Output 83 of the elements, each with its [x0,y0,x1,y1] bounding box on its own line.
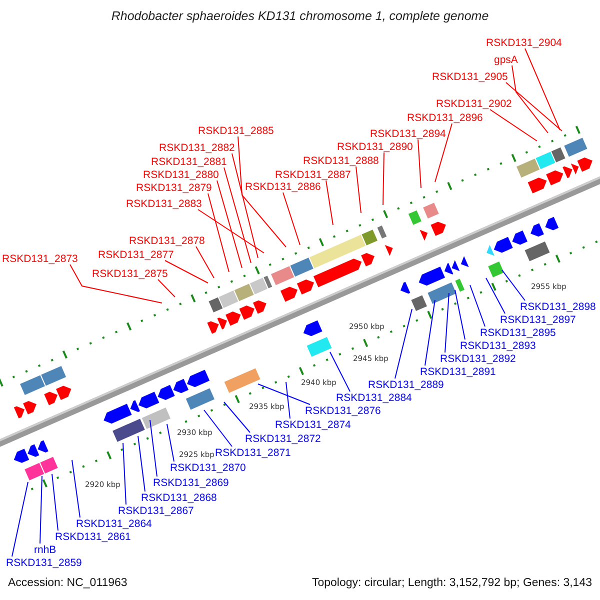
leader-line [164,260,208,284]
gene-label: rnhB [34,544,56,556]
leader-line [258,384,310,405]
leader-line [418,139,422,188]
leader-line [470,284,486,327]
gene-label: RSKD131_2895 [480,326,556,338]
gene-label: RSKD131_2875 [92,268,168,280]
leader-line [40,476,42,544]
gene-label: RSKD131_2859 [6,556,82,568]
leader-line [490,109,538,142]
gene-label: RSKD131_2877 [98,248,174,260]
gene-label: RSKD131_2891 [420,366,496,378]
leader-line [454,290,466,340]
leader-line [12,482,28,557]
gene-label: gpsA [494,54,518,66]
leader-line [224,167,252,264]
leader-line [330,352,350,392]
gene-label: RSKD131_2883 [126,198,202,210]
gene-label: RSKD131_2879 [136,182,212,194]
gene-label: RSKD131_2892 [440,352,516,364]
gene-label: RSKD131_2864 [76,518,152,530]
gene-label: RSKD131_2880 [143,168,219,180]
gene-label: RSKD131_2881 [151,156,227,168]
gene-label: RSKD131_2905 [432,70,508,82]
leader-line [216,180,242,268]
leader-line [524,48,560,130]
gene-label: RSKD131_2904 [486,36,562,48]
leader-line [506,82,562,132]
leader-line [138,436,146,492]
leader-line [282,192,300,246]
leader-line [238,136,286,248]
gene-label: RSKD131_2861 [55,530,131,542]
leader-line [158,279,176,298]
gene-label: RSKD131_2871 [215,446,291,458]
gene-label: RSKD131_2876 [305,404,381,416]
leader-line [382,152,384,206]
accession-text: Accession: NC_011963 [8,576,128,590]
leader-line [424,300,436,366]
leader-line [122,442,126,505]
leader-line [444,292,450,353]
leader-line [326,180,334,226]
gene-label: RSKD131_2890 [337,140,413,152]
gene-label: RSKD131_2902 [436,98,512,110]
gene-label: RSKD131_2870 [170,462,246,474]
gene-label: RSKD131_2897 [500,314,576,326]
leader-line [502,270,526,301]
leader-line [70,264,162,304]
genome-info-text: Topology: circular; Length: 3,152,792 bp; Genes: 3,143 [312,576,592,590]
leader-line [72,460,80,518]
leader-line [356,166,362,214]
gene-label: RSKD131_2878 [129,234,205,246]
gene-label: RSKD131_2894 [370,128,446,140]
leader-line [198,209,264,254]
gene-label: RSKD131_2898 [520,300,596,312]
gene-label: RSKD131_2872 [245,432,321,444]
gene-label: RSKD131_2868 [141,492,217,504]
gene-label: RSKD131_2884 [336,392,412,404]
leader-line [208,193,230,272]
leader-line [286,382,290,419]
gene-label: RSKD131_2893 [460,340,536,352]
leader-line [434,123,452,182]
gene-label: RSKD131_2887 [275,168,351,180]
gene-label: RSKD131_2888 [303,154,379,166]
gene-label: RSKD131_2873 [2,252,78,264]
leader-line [196,246,214,278]
gene-label: RSKD131_2869 [153,476,229,488]
gene-label: RSKD131_2867 [118,504,194,516]
gene-label: RSKD131_2882 [159,142,235,154]
gene-label: RSKD131_2889 [368,378,444,390]
diagram-title: Rhodobacter sphaeroides KD131 chromosome 1, complete genome [110,9,490,23]
leader-line [394,308,412,379]
leader-line [232,153,258,258]
gene-label: RSKD131_2886 [245,180,321,192]
gene-label: RSKD131_2885 [198,124,274,136]
leader-line [204,410,232,447]
gene-label: RSKD131_2874 [275,418,351,430]
leader-line [512,65,548,134]
leader-line [52,474,58,531]
gene-label: RSKD131_2896 [407,112,483,124]
leader-line [166,424,174,462]
leader-line [486,278,506,314]
leader-line [150,420,158,477]
leader-line [224,402,250,433]
